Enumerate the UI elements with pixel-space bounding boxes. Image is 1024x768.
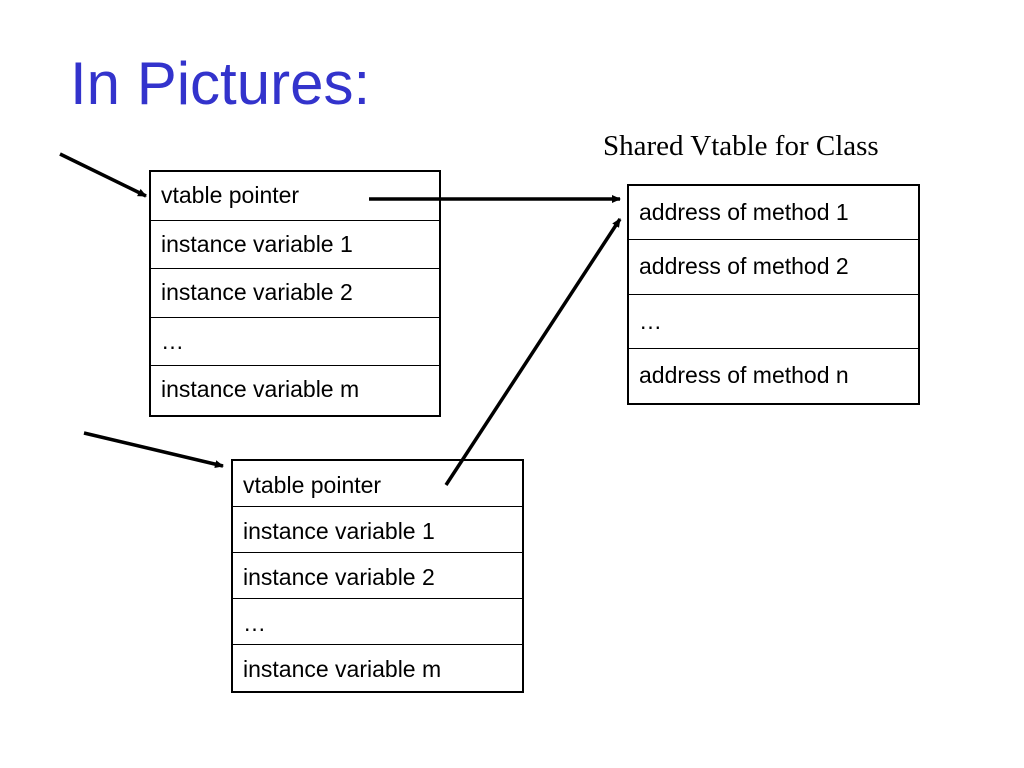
object-2-instance-variable-m-cell: instance variable m — [243, 656, 442, 682]
reference-arrow-to-object-2 — [83, 431, 224, 469]
object-1-ellipsis-cell: … — [151, 318, 439, 367]
object-1-instance-variable-1-cell: instance variable 1 — [151, 221, 439, 270]
object-2-instance-variable-2-cell: instance variable 2 — [233, 553, 522, 599]
object-2-instance-variable-1-cell: instance variable 1 — [233, 507, 522, 553]
reference-arrow-to-object-1 — [59, 152, 147, 198]
vtable-method-1-cell: address of method 1 — [629, 186, 918, 241]
object-1-vtable-pointer-cell: vtable pointer — [151, 172, 439, 221]
vtable-method-2-cell: address of method 2 — [629, 240, 918, 295]
object-1-instance-variable-2-cell: instance variable 2 — [151, 269, 439, 318]
vtable-pointer-arrow-object-2 — [444, 218, 622, 486]
object-1-box: vtable pointer instance variable 1 insta… — [149, 170, 441, 417]
vtable-box: address of method 1 address of method 2 … — [627, 184, 920, 405]
object-1-instance-variable-m-cell: instance variable m — [161, 376, 360, 403]
object-2-box: vtable pointer instance variable 1 insta… — [231, 459, 524, 693]
slide-title: In Pictures: — [70, 50, 371, 117]
vtable-method-n-cell: address of method n — [639, 361, 849, 388]
object-2-vtable-pointer-cell: vtable pointer — [233, 461, 522, 507]
object-2-ellipsis-cell: … — [233, 599, 522, 645]
vtable-ellipsis-cell: … — [629, 295, 918, 349]
vtable-caption: Shared Vtable for Class — [603, 130, 879, 162]
